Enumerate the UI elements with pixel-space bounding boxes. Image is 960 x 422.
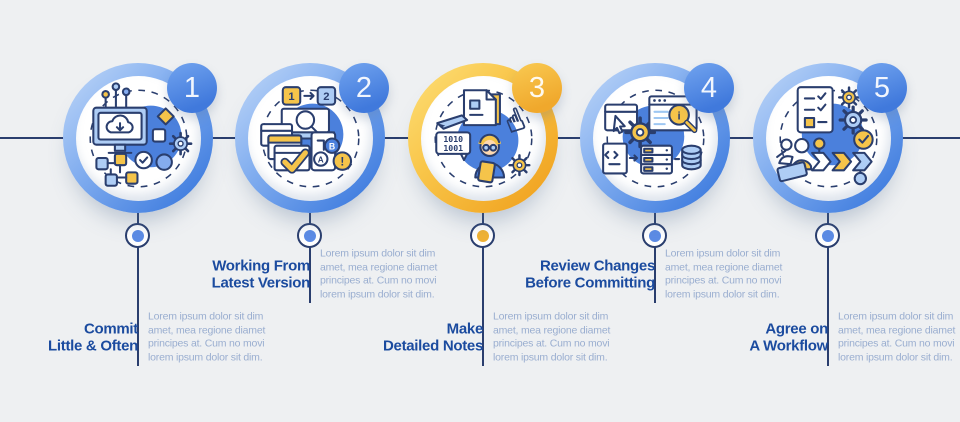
step-number: 5: [873, 71, 891, 104]
step-4-circle: i: [580, 63, 730, 213]
step-4-description: Lorem ipsum dolor sit dim amet, mea regi…: [665, 247, 783, 301]
step-4-text: Review Changes Before Committing Lorem i…: [517, 247, 803, 303]
step-2-connector-line: [309, 213, 311, 303]
step-3-circle: ☝ 1010 1001: [408, 63, 558, 213]
step-3-connector-dot: [470, 223, 495, 248]
svg-text:1010: 1010: [443, 134, 463, 144]
code-review-illustration-icon: i: [601, 88, 705, 188]
svg-text:i: i: [677, 110, 680, 122]
step-1-number-badge: 1: [167, 63, 217, 113]
step-3-number-badge: 3: [512, 63, 562, 113]
step-5-connector-line: [827, 213, 829, 366]
svg-text:B: B: [328, 141, 334, 151]
step-4: 4 i: [580, 63, 734, 213]
step-2: 2 1 2: [235, 63, 389, 213]
svg-text:1001: 1001: [443, 142, 463, 152]
version-update-illustration-icon: 1 2: [259, 85, 360, 188]
step-number: 4: [700, 71, 718, 104]
step-3-text: Make Detailed Notes Lorem ipsum dolor si…: [345, 310, 631, 366]
step-4-connector-dot: [642, 223, 667, 248]
step-5-number-badge: 5: [857, 63, 907, 113]
step-2-description: Lorem ipsum dolor sit dim amet, mea regi…: [320, 247, 438, 301]
step-4-title: Review Changes Before Committing: [525, 257, 655, 292]
step-1-text: Commit Little & Often Lorem ipsum dolor …: [0, 310, 286, 366]
step-number: 2: [355, 71, 373, 104]
step-1-connector-dot: [125, 223, 150, 248]
step-2-title: Working From Latest Version: [211, 257, 311, 292]
step-1-title: Commit Little & Often: [48, 320, 138, 355]
step-3-description: Lorem ipsum dolor sit dim amet, mea regi…: [493, 310, 611, 364]
note-taking-illustration-icon: ☝ 1010 1001: [433, 88, 533, 188]
svg-text:2: 2: [323, 90, 329, 102]
step-3: 3 ☝ 1010 1001: [408, 63, 562, 213]
step-2-connector-dot: [297, 223, 322, 248]
step-5-connector-dot: [815, 223, 840, 248]
step-number: 3: [528, 71, 546, 104]
step-1: 1: [63, 63, 217, 213]
step-5-description: Lorem ipsum dolor sit dim amet, mea regi…: [838, 310, 956, 364]
step-2-text: Working From Latest Version Lorem ipsum …: [172, 247, 458, 303]
step-3-title: Make Detailed Notes: [383, 320, 483, 355]
step-4-number-badge: 4: [684, 63, 734, 113]
step-number: 1: [183, 71, 201, 104]
svg-text:1: 1: [288, 90, 294, 102]
step-3-connector-line: [482, 213, 484, 366]
team-workflow-illustration-icon: [775, 85, 878, 188]
step-1-description: Lorem ipsum dolor sit dim amet, mea regi…: [148, 310, 266, 364]
step-4-connector-line: [654, 213, 656, 303]
svg-text:A: A: [317, 155, 323, 164]
commit-flowchart-illustration-icon: [88, 81, 192, 188]
svg-text:!: !: [340, 154, 344, 168]
step-5: 5: [753, 63, 907, 213]
step-1-connector-line: [137, 213, 139, 366]
step-5-circle: [753, 63, 903, 213]
step-5-text: Agree on A Workflow Lorem ipsum dolor si…: [690, 310, 960, 366]
step-5-title: Agree on A Workflow: [749, 320, 828, 355]
step-2-number-badge: 2: [339, 63, 389, 113]
